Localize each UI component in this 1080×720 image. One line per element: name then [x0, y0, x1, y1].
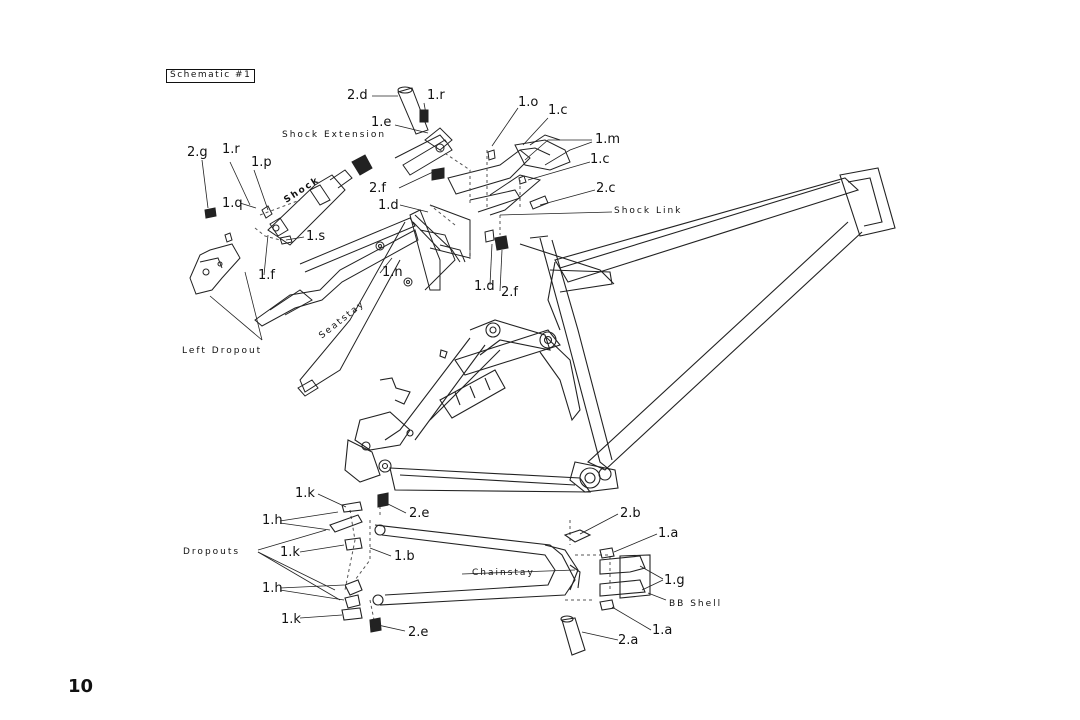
- label-1k-top: 1.k: [295, 486, 315, 501]
- chainstay-exploded: [329, 492, 651, 656]
- alignment-lines: [254, 149, 611, 626]
- caption-left-dropout: Left Dropout: [182, 346, 263, 356]
- caption-chainstay: Chainstay: [472, 568, 535, 578]
- label-2g: 2.g: [187, 145, 208, 160]
- label-1d-bot: 1.d: [474, 279, 495, 294]
- leader-lines: [201, 95, 667, 641]
- label-1n: 1.n: [382, 265, 403, 280]
- label-1m: 1.m: [595, 132, 621, 147]
- label-2e-top: 2.e: [409, 506, 430, 521]
- label-1p: 1.p: [251, 155, 272, 170]
- label-1r-left: 1.r: [222, 142, 240, 157]
- caption-bb-shell: BB Shell: [669, 599, 723, 609]
- label-1a-bot: 1.a: [652, 623, 673, 638]
- label-2a: 2.a: [618, 633, 639, 648]
- shock-linkage-exploded: [394, 86, 571, 263]
- label-1c-top: 1.c: [548, 103, 568, 118]
- label-1o: 1.o: [518, 95, 539, 110]
- label-2d: 2.d: [347, 88, 368, 103]
- label-1h-top: 1.h: [262, 513, 283, 528]
- label-1a-top: 1.a: [658, 526, 679, 541]
- label-1s: 1.s: [306, 229, 326, 244]
- label-2f-top: 2.f: [369, 181, 386, 196]
- label-1k-mid: 1.k: [280, 545, 300, 560]
- label-1f: 1.f: [258, 268, 275, 283]
- shock-and-seatstay-exploded: [189, 154, 466, 397]
- label-1h-bot: 1.h: [262, 581, 283, 596]
- page-number: 10: [68, 676, 94, 697]
- caption-shock-link: Shock Link: [614, 206, 683, 216]
- caption-shock-extension: Shock Extension: [282, 130, 387, 140]
- label-1b: 1.b: [394, 549, 415, 564]
- label-1e: 1.e: [371, 115, 392, 130]
- label-1c-mid: 1.c: [590, 152, 610, 167]
- label-2f-bot: 2.f: [501, 285, 518, 300]
- schematic-title: Schematic #1: [166, 69, 256, 83]
- rear-assembly: [344, 337, 619, 493]
- label-1r-top: 1.r: [427, 88, 445, 103]
- label-1g: 1.g: [664, 573, 685, 588]
- caption-dropouts: Dropouts: [183, 547, 241, 557]
- label-2c: 2.c: [596, 181, 616, 196]
- label-1k-bot: 1.k: [281, 612, 301, 627]
- label-1q: 1.q: [222, 196, 243, 211]
- label-1d-top: 1.d: [378, 198, 399, 213]
- label-2e-bot: 2.e: [408, 625, 429, 640]
- label-2b: 2.b: [620, 506, 641, 521]
